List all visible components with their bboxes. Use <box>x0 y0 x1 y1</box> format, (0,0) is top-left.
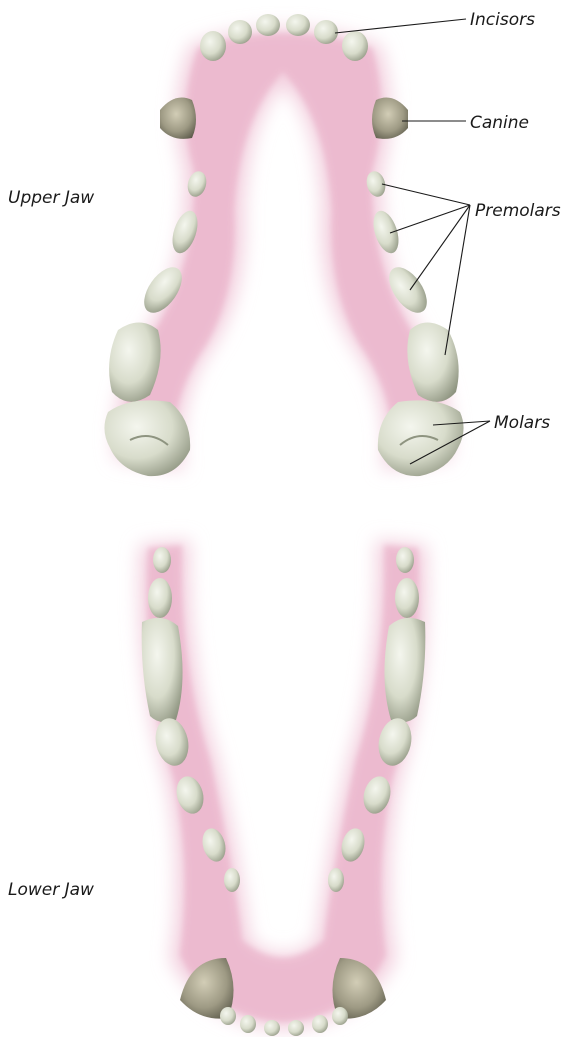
upper-molars <box>104 400 463 476</box>
incisors-label: Incisors <box>470 10 535 30</box>
premolar-leader-3 <box>410 205 470 290</box>
lower-jaw <box>139 540 427 1036</box>
upper-jaw <box>104 14 463 476</box>
lower-jaw-label: Lower Jaw <box>8 880 94 900</box>
premolar-leader-1 <box>382 184 470 205</box>
premolar-leader-4 <box>445 205 470 355</box>
upper-jaw-label: Upper Jaw <box>8 188 94 208</box>
premolar-leader-2 <box>390 205 470 233</box>
molars-label: Molars <box>494 413 550 433</box>
premolars-label: Premolars <box>475 201 561 221</box>
canine-label: Canine <box>470 113 529 133</box>
incisors-leader <box>335 19 466 33</box>
